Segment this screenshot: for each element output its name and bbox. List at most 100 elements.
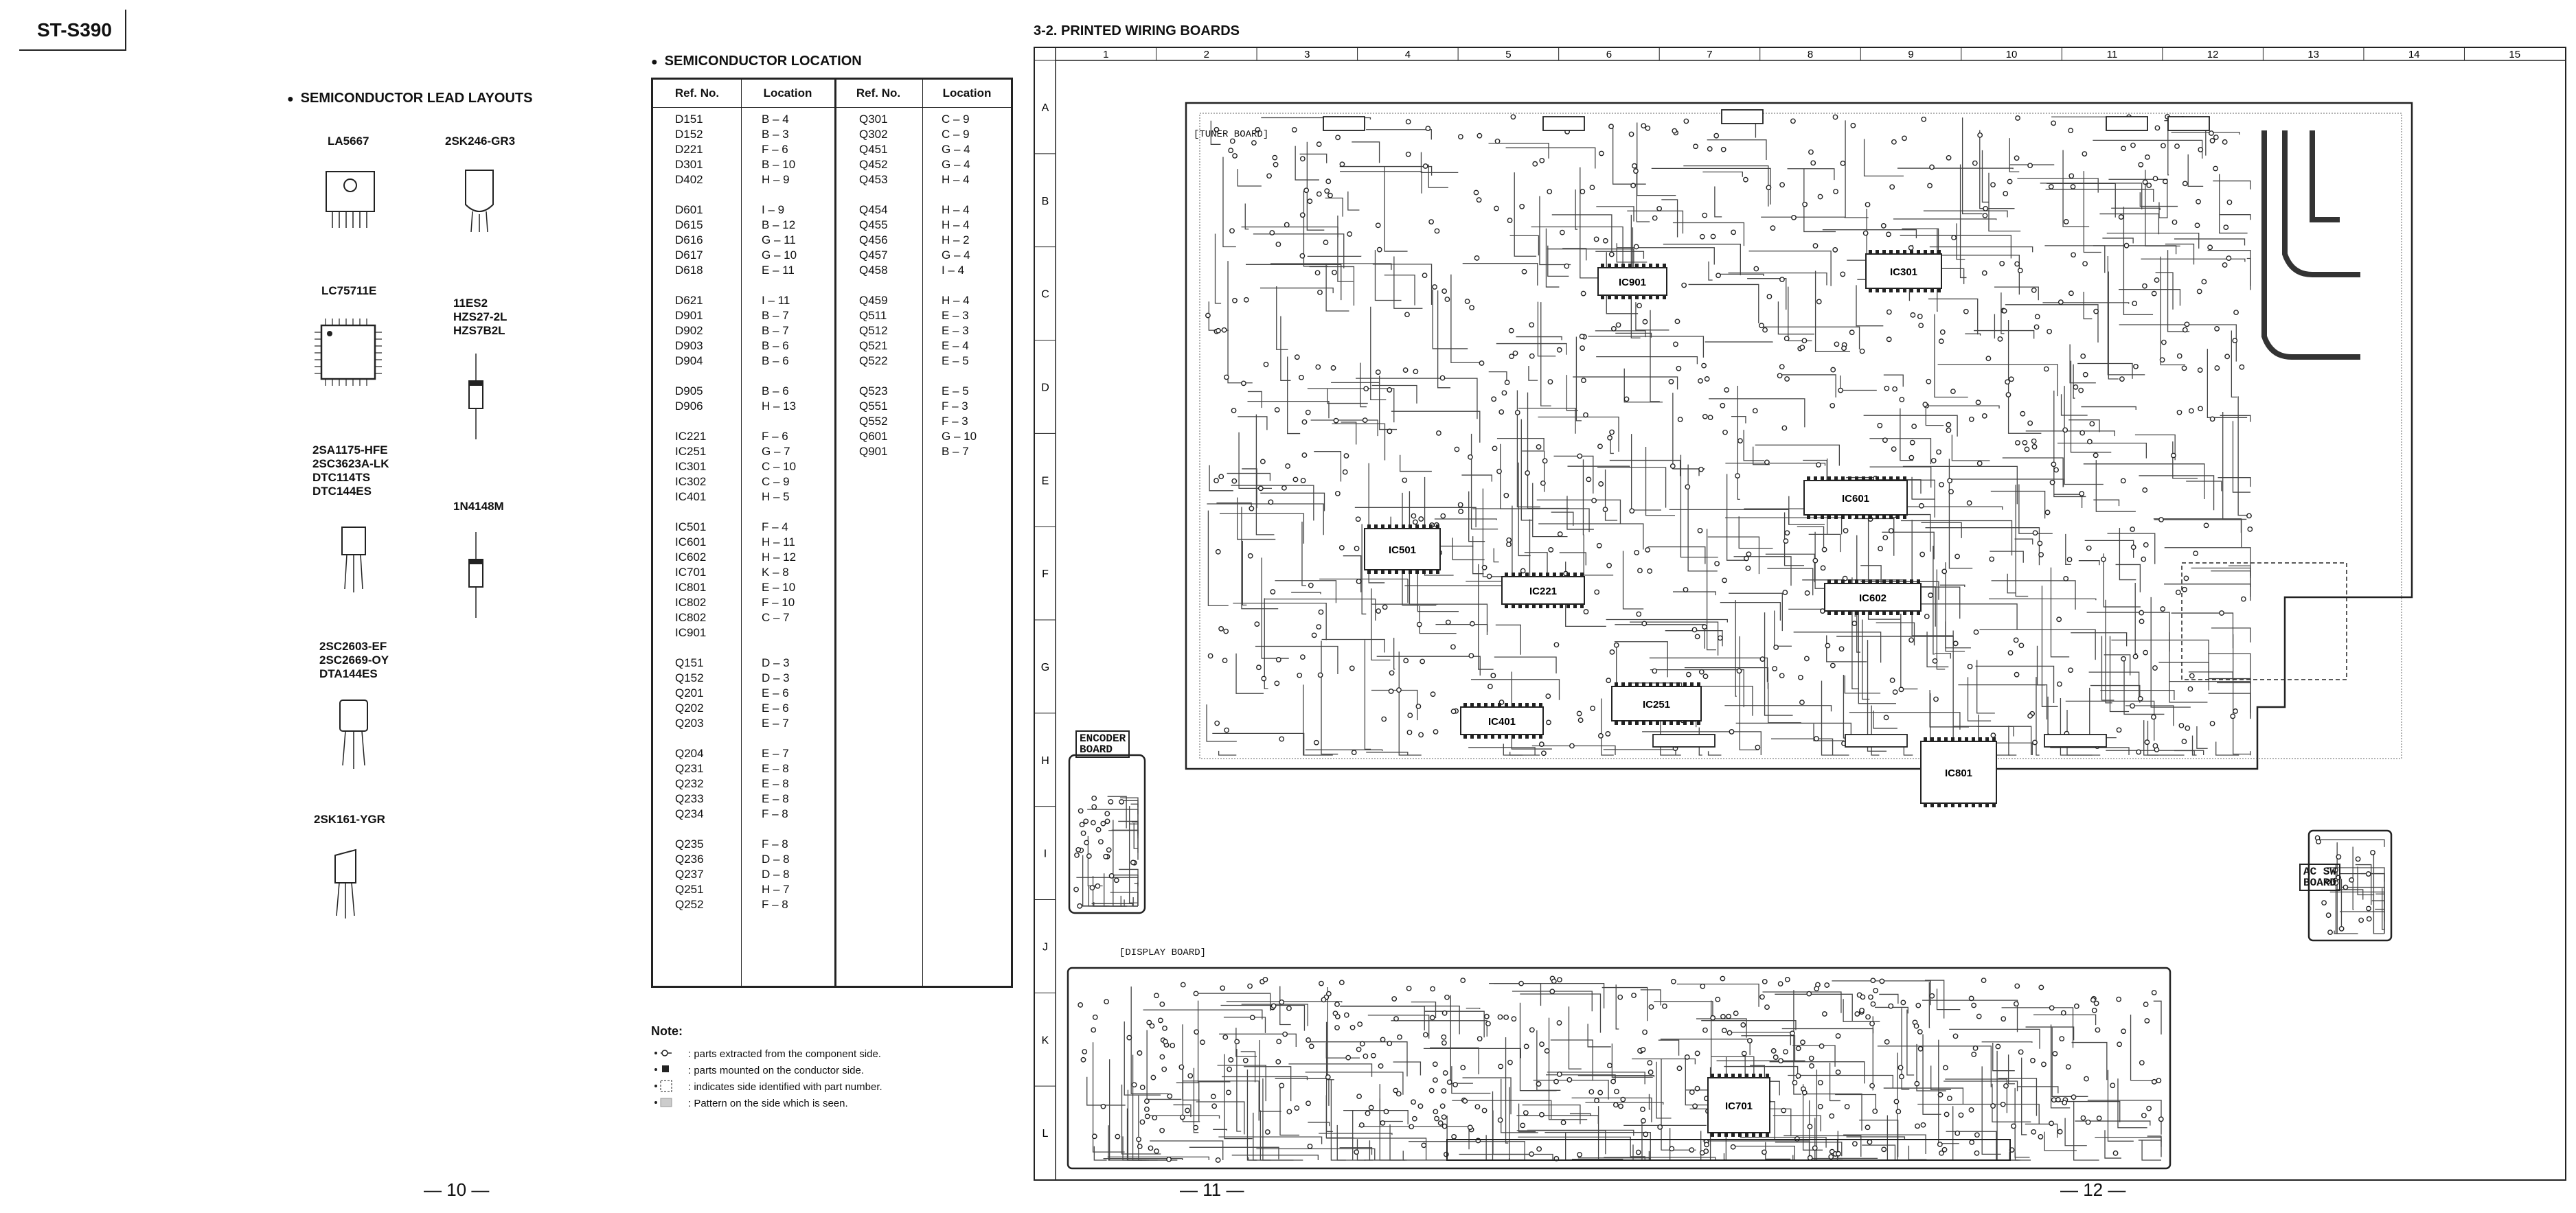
- display-pad: [1539, 1041, 1545, 1048]
- table-left-ref-cell: D902: [675, 324, 703, 337]
- display-pad: [1359, 1041, 1365, 1047]
- tuner-pad: [2158, 517, 2164, 522]
- encoder-pad: [1095, 827, 1102, 833]
- table-left-location-cell: F – 8: [762, 898, 788, 911]
- encoder-trace: [1087, 809, 1139, 839]
- tuner-pad: [1707, 146, 1713, 152]
- connector-strip: [2044, 734, 2107, 748]
- tuner-trace: [1929, 690, 1969, 728]
- tuner-pad: [2232, 338, 2238, 344]
- tuner-trace: [1952, 726, 2032, 755]
- ac-sw-trace: [2335, 865, 2340, 934]
- tuner-trace: [1989, 598, 2097, 601]
- tuner-trace: [1642, 731, 1762, 755]
- display-pad: [1161, 1066, 1167, 1072]
- tuner-trace: [1398, 651, 1422, 756]
- display-trace: [1485, 1135, 1512, 1161]
- tuner-trace: [2123, 661, 2165, 715]
- tuner-trace: [2171, 131, 2240, 135]
- display-pad: [1210, 1094, 1216, 1100]
- tuner-pad: [1973, 629, 1979, 635]
- display-pad: [1343, 1012, 1349, 1018]
- display-pad: [1136, 1136, 1141, 1142]
- pkg-2sk246-drawing: [465, 170, 494, 233]
- tuner-trace: [2008, 725, 2011, 756]
- tuner-trace: [1630, 434, 1661, 511]
- ic602-pin: [1910, 579, 1913, 584]
- display-pad: [1308, 1043, 1314, 1050]
- display-trace: [1843, 999, 1880, 1022]
- display-pad: [1406, 985, 1412, 991]
- tuner-pad: [2121, 146, 2126, 152]
- tuner-pad: [1468, 653, 1474, 659]
- tuner-pad: [1596, 542, 1602, 548]
- display-trace: [2044, 1131, 2077, 1151]
- ac-sw-pad: [2332, 867, 2338, 873]
- ic221-pin: [1560, 604, 1563, 608]
- ic601-pin: [1896, 515, 1900, 519]
- tuner-pad: [1474, 255, 1480, 261]
- tuner-pad: [2078, 387, 2084, 393]
- ic601-pin: [1821, 476, 1824, 481]
- tuner-trace: [1276, 286, 1288, 350]
- encoder-pad: [1104, 811, 1110, 817]
- tuner-pad: [1381, 716, 1387, 722]
- tuner-pad: [1982, 213, 1988, 218]
- ic301-pin: [1896, 288, 1900, 292]
- row-label: K: [1042, 1035, 1049, 1046]
- tuner-trace: [1295, 146, 1319, 181]
- column-label: 9: [1908, 49, 1913, 60]
- tuner-trace: [1911, 520, 1954, 636]
- tuner-pad: [1255, 126, 1261, 132]
- tuner-pad: [1458, 509, 1464, 514]
- display-pad: [1631, 993, 1637, 998]
- tuner-pad: [1909, 439, 1915, 446]
- tuner-trace: [1434, 518, 1497, 520]
- display-trace: [1124, 1021, 1161, 1096]
- display-pad: [1969, 1140, 1975, 1145]
- display-trace: [1253, 1112, 1257, 1161]
- ic221-pin: [1560, 573, 1563, 577]
- display-pad: [1610, 1078, 1617, 1085]
- tuner-trace: [1606, 619, 1728, 623]
- display-pad: [1507, 1059, 1513, 1065]
- tuner-pad: [1840, 271, 1846, 277]
- tuner-pad: [1339, 161, 1345, 167]
- tuner-pad: [1989, 556, 1995, 562]
- display-pad: [1441, 1123, 1448, 1129]
- ic801-pin: [1951, 803, 1954, 807]
- tuner-trace: [2160, 256, 2186, 366]
- tuner-trace: [1340, 171, 1422, 194]
- column-label: 1: [1103, 49, 1108, 60]
- encoder-board-outline: [1068, 754, 1146, 914]
- ic251-pin: [1621, 721, 1625, 725]
- display-trace: [1545, 1131, 1651, 1160]
- tuner-trace: [1851, 577, 1859, 690]
- display-trace: [1887, 1115, 1906, 1161]
- tuner-trace: [1869, 438, 1932, 465]
- tuner-trace: [1743, 430, 1765, 461]
- table-right-ref-cell: Q457: [859, 249, 888, 262]
- ic251-pin: [1628, 682, 1632, 686]
- tuner-trace: [2040, 183, 2143, 209]
- tuner-pad: [1880, 223, 1887, 229]
- tuner-trace: [1991, 580, 2076, 610]
- display-trace: [2073, 1100, 2099, 1161]
- tuner-pad: [1327, 192, 1333, 198]
- tuner-trace: [1849, 712, 1961, 730]
- encoder-trace: [1133, 822, 1138, 849]
- table-right-location-cell: E – 3: [942, 324, 969, 337]
- tuner-trace: [1496, 343, 1567, 355]
- display-pad: [2014, 983, 2020, 989]
- tuner-trace: [2191, 735, 2197, 756]
- tuner-trace: [1900, 520, 2013, 556]
- tuner-trace: [2169, 632, 2208, 703]
- encoder-trace: [1134, 883, 1139, 885]
- ic701-pin: [1745, 1133, 1748, 1137]
- tuner-trace: [1900, 614, 1918, 690]
- display-trace: [1319, 1133, 1393, 1135]
- tuner-pad: [1834, 341, 1840, 347]
- tuner-pad: [1519, 203, 1525, 209]
- semiconductor-location-table: Ref. No. Location Ref. No. Location D151…: [651, 78, 1013, 988]
